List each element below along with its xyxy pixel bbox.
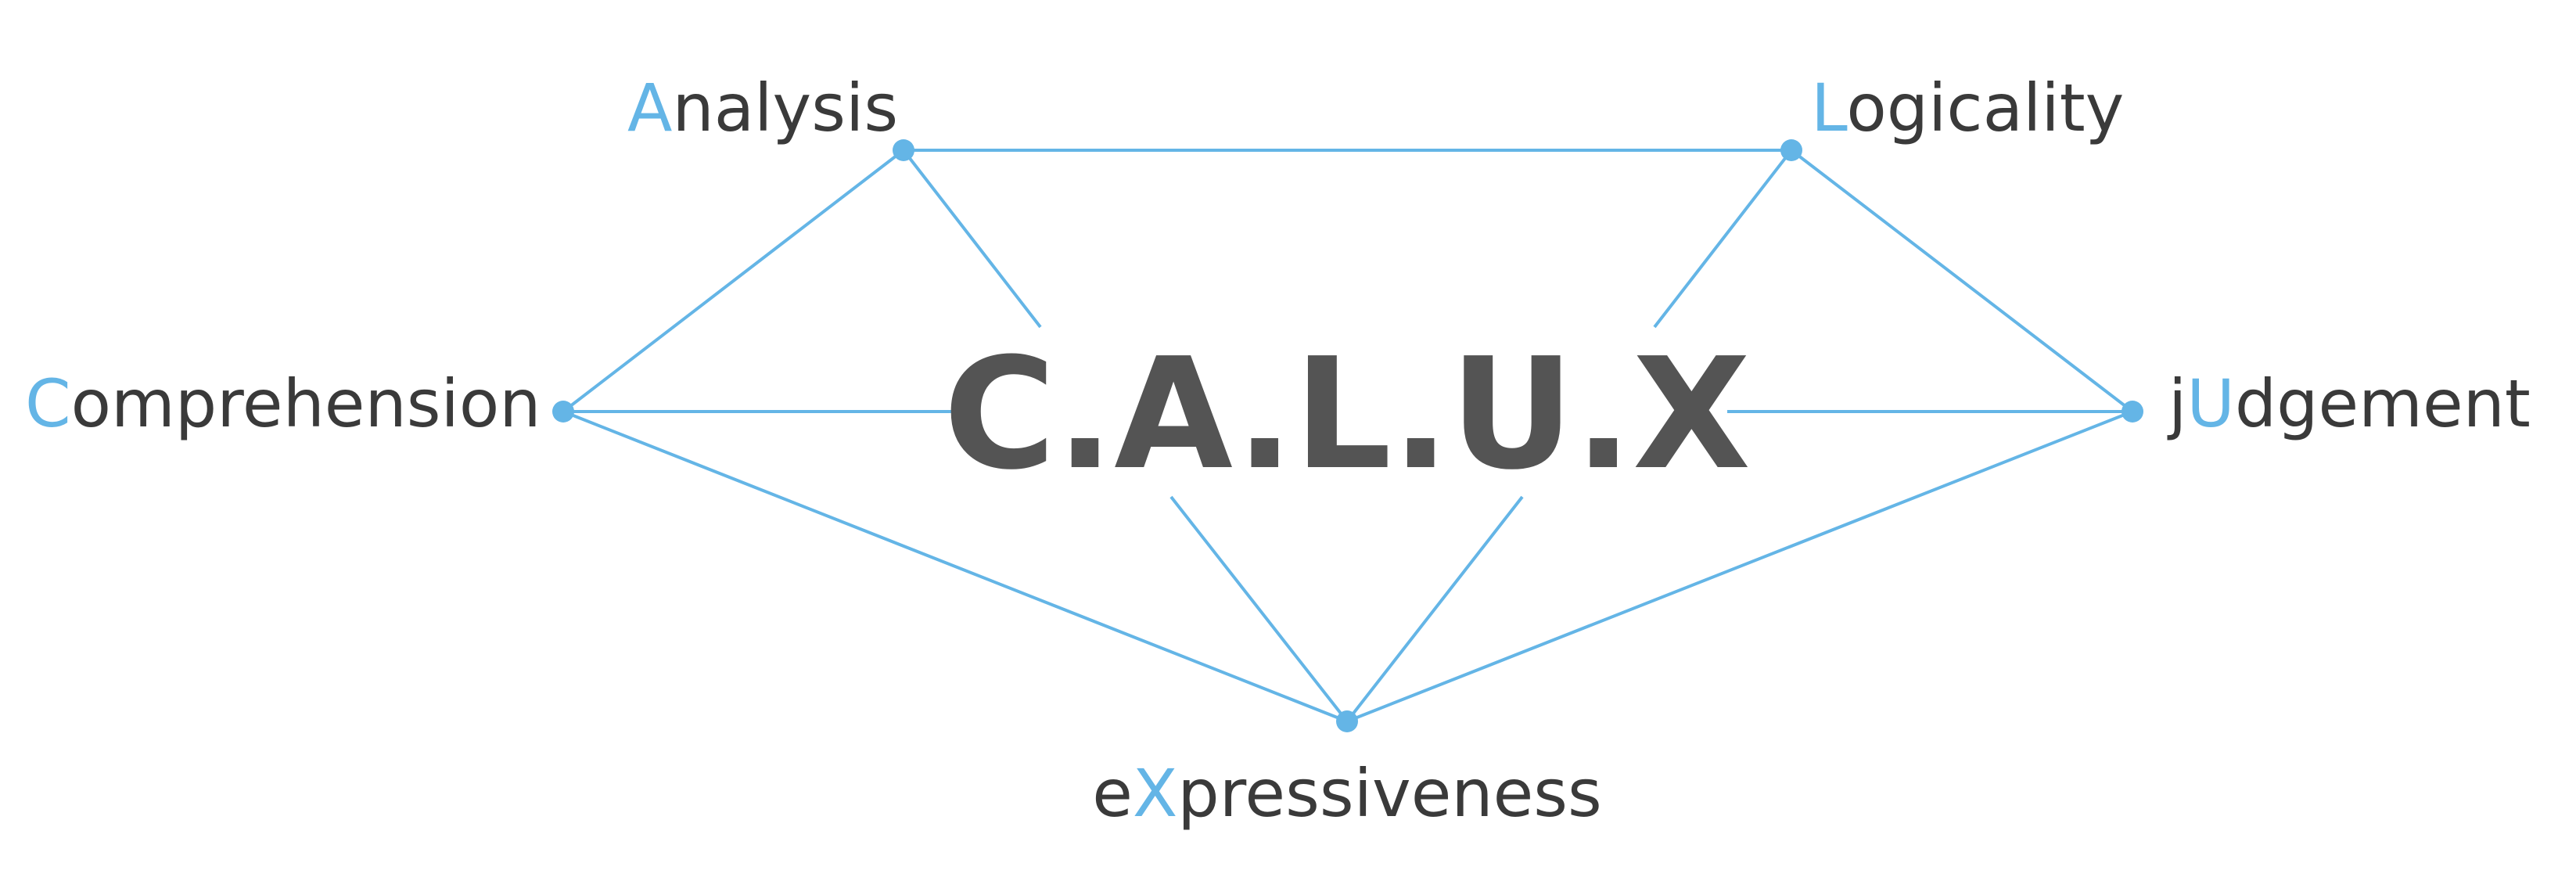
label-expressiveness: eXpressiveness xyxy=(1092,755,1602,832)
edge-analysis-comprehension xyxy=(562,149,905,413)
label-expressiveness-highlight: X xyxy=(1133,755,1178,832)
edge-logicality-judgement xyxy=(1790,149,2134,413)
label-expressiveness-rest: pressiveness xyxy=(1177,755,1601,832)
label-judgement-rest: dgement xyxy=(2235,365,2531,442)
label-comprehension-rest: omprehension xyxy=(71,365,541,442)
label-logicality-highlight: L xyxy=(1811,70,1848,146)
label-analysis-highlight: A xyxy=(627,70,672,146)
spoke-analysis xyxy=(902,149,1042,329)
label-comprehension: Comprehension xyxy=(25,365,541,442)
label-analysis: Analysis xyxy=(627,70,898,146)
node-dot-analysis xyxy=(893,139,914,161)
node-dot-comprehension xyxy=(552,401,574,423)
label-judgement: jUdgement xyxy=(2167,365,2531,442)
node-dot-expressiveness xyxy=(1336,710,1358,732)
label-judgement-highlight: U xyxy=(2186,365,2234,442)
label-analysis-rest: nalysis xyxy=(672,70,898,146)
center-title: C.A.L.U.X xyxy=(943,325,1751,504)
node-dot-logicality xyxy=(1780,139,1802,161)
spoke-expressiveness-left xyxy=(1169,495,1349,723)
label-logicality: Logicality xyxy=(1811,70,2124,146)
label-expressiveness-pre: e xyxy=(1092,755,1133,832)
spoke-logicality xyxy=(1653,149,1793,329)
label-judgement-pre: j xyxy=(2167,365,2186,442)
label-logicality-rest: ogicality xyxy=(1846,70,2124,146)
spoke-expressiveness-right xyxy=(1345,495,1524,723)
edge-comprehension-expressiveness xyxy=(562,410,1348,723)
label-comprehension-highlight: C xyxy=(25,365,71,442)
node-dot-judgement xyxy=(2122,401,2143,423)
edge-judgement-expressiveness xyxy=(1346,410,2133,723)
